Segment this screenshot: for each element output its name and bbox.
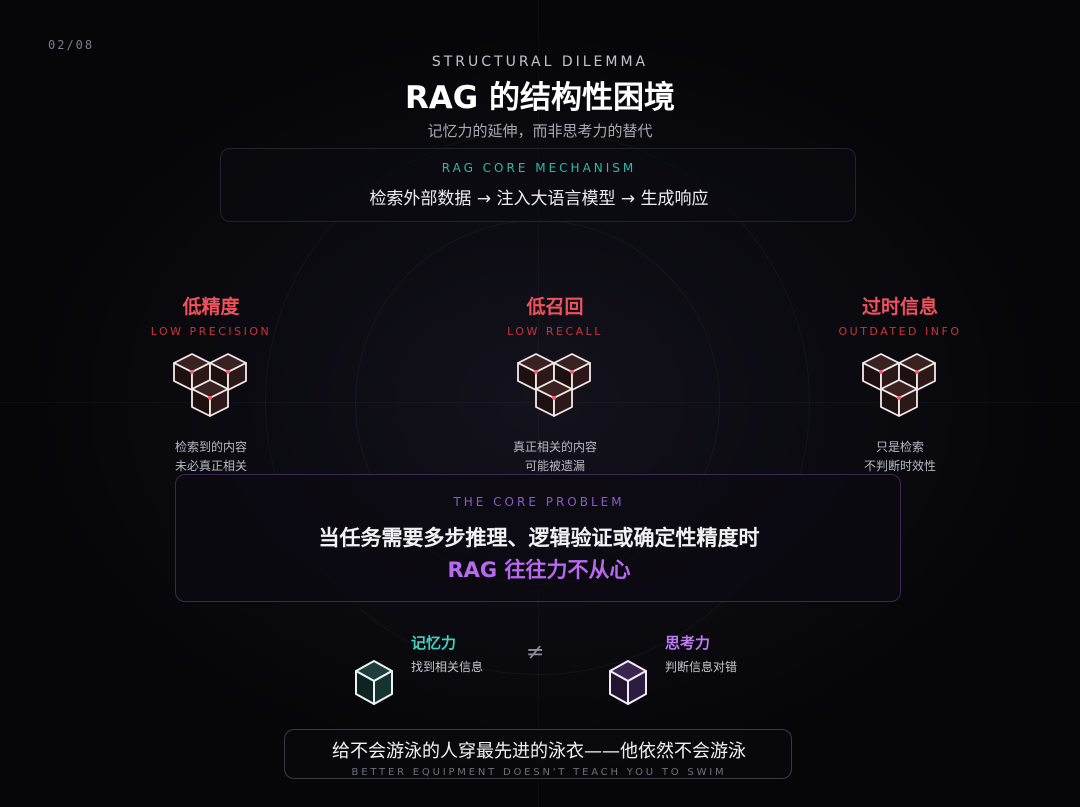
issue-subtitle: LOW PRECISION: [150, 325, 272, 338]
not-equal-symbol: ≠: [526, 640, 545, 665]
cube-cluster-icon: [855, 348, 945, 428]
quote-card: 给不会游泳的人穿最先进的泳衣——他依然不会游泳 BETTER EQUIPMENT…: [284, 729, 792, 779]
cube-cluster-icon: [166, 348, 256, 428]
memory-title: 记忆力: [411, 634, 457, 652]
mechanism-text: 检索外部数据 → 注入大语言模型 → 生成响应: [369, 189, 709, 209]
issue-title: 低精度: [182, 296, 240, 318]
core-problem-text: 当任务需要多步推理、逻辑验证或确定性精度时: [318, 526, 760, 550]
issue-outdated-info: 过时信息 OUTDATED INFO 只是检索 不判断时效性: [780, 292, 1020, 476]
issue-desc-line2: 可能被遗漏: [524, 459, 585, 473]
quote-english: BETTER EQUIPMENT DOESN'T TEACH YOU TO SW…: [351, 767, 727, 778]
header-eyebrow: STRUCTURAL DILEMMA: [431, 54, 649, 70]
quote-text: 给不会游泳的人穿最先进的泳衣——他依然不会游泳: [332, 741, 746, 762]
issue-low-recall: 低召回 LOW RECALL 真正相关的内容 可能被遗漏: [435, 292, 675, 476]
issue-description: 检索到的内容 未必真正相关: [91, 438, 331, 476]
issue-desc-line1: 真正相关的内容: [512, 440, 597, 454]
cube-cluster-icon: [510, 348, 600, 428]
issue-desc-line1: 检索到的内容: [174, 440, 247, 454]
thinking-cube-icon: [607, 658, 649, 712]
issue-subtitle: OUTDATED INFO: [838, 325, 962, 338]
issue-desc-line2: 未必真正相关: [174, 459, 247, 473]
issue-low-precision: 低精度 LOW PRECISION 检索到的内容 未必真正相关: [91, 292, 331, 476]
mechanism-label: RAG CORE MECHANISM: [441, 161, 637, 175]
core-problem-accent: RAG 往往力不从心: [447, 558, 631, 582]
issue-desc-line2: 不判断时效性: [863, 459, 936, 473]
background-ring-outer: [265, 130, 810, 675]
page-number: 02/08: [48, 38, 95, 52]
issue-description: 只是检索 不判断时效性: [780, 438, 1020, 476]
memory-cube-icon: [353, 658, 395, 712]
page-title: RAG 的结构性困境: [404, 80, 676, 116]
issue-title: 过时信息: [861, 296, 938, 318]
issue-title: 低召回: [526, 296, 584, 318]
page-subtitle: 记忆力的延伸，而非思考力的替代: [427, 122, 653, 140]
thinking-title: 思考力: [665, 634, 711, 652]
mechanism-card: RAG CORE MECHANISM 检索外部数据 → 注入大语言模型 → 生成…: [220, 148, 856, 222]
memory-description: 找到相关信息: [411, 660, 484, 674]
core-problem-label: THE CORE PROBLEM: [453, 495, 625, 509]
thinking-description: 判断信息对错: [665, 660, 738, 674]
issue-description: 真正相关的内容 可能被遗漏: [435, 438, 675, 476]
issue-subtitle: LOW RECALL: [507, 325, 603, 338]
core-problem-card: THE CORE PROBLEM 当任务需要多步推理、逻辑验证或确定性精度时 R…: [175, 474, 901, 602]
issue-desc-line1: 只是检索: [875, 440, 924, 454]
